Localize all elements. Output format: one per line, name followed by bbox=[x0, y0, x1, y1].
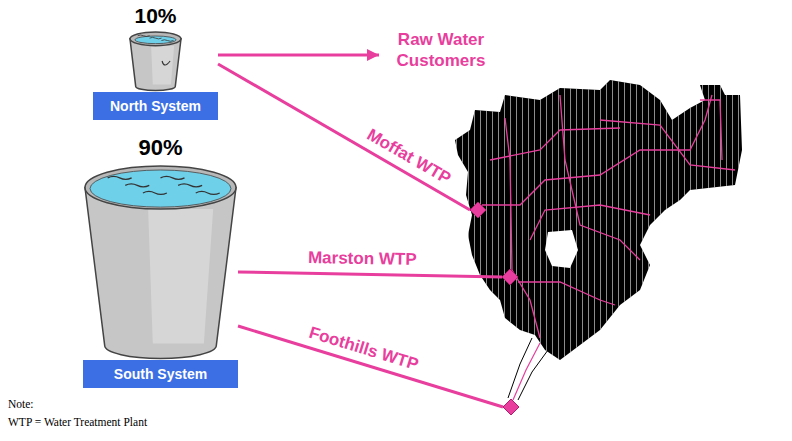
water-ripple bbox=[108, 176, 132, 179]
wtp-diamond-shape bbox=[502, 269, 518, 285]
flow-connector bbox=[238, 272, 502, 277]
wtp-diamond bbox=[503, 399, 519, 415]
water-ripple bbox=[196, 191, 220, 194]
map-hole bbox=[545, 230, 578, 268]
wtp-diamond bbox=[502, 269, 518, 285]
wtp-label: Moffat WTP bbox=[363, 125, 454, 189]
map-region bbox=[455, 80, 742, 360]
foothills-corridor bbox=[508, 338, 548, 400]
customer-label: Raw Water Customers bbox=[382, 29, 500, 71]
moffat-wtp-diamond: Moffat WTP bbox=[470, 202, 486, 218]
wtp-diamond-shape bbox=[503, 399, 519, 415]
system-label: North System bbox=[93, 92, 218, 120]
raw-water-customers: Raw Water Customers bbox=[382, 29, 500, 71]
note-text: Note: bbox=[8, 398, 34, 410]
pipeline-network bbox=[482, 95, 735, 338]
bucket-body bbox=[85, 188, 236, 359]
percent-label: 90% bbox=[83, 136, 238, 160]
water-ripple bbox=[178, 184, 202, 187]
bucket-drawing bbox=[83, 164, 238, 360]
wtp-label: Marston WTP bbox=[308, 248, 417, 270]
wtp-diamond bbox=[470, 202, 486, 218]
wtp-label: Foothills WTP bbox=[307, 323, 421, 375]
flow-connector bbox=[218, 54, 379, 57]
water-ripple bbox=[138, 35, 150, 37]
water-ripple bbox=[143, 191, 167, 194]
water-ripple bbox=[125, 184, 149, 187]
flow-connector bbox=[238, 326, 503, 407]
water-ripple bbox=[161, 176, 185, 179]
bucket-rim bbox=[85, 166, 236, 209]
marston-wtp-diamond: Marston WTP bbox=[502, 269, 518, 285]
system-label: South System bbox=[83, 360, 238, 388]
bucket-shading bbox=[151, 46, 174, 85]
flow-connector bbox=[218, 64, 470, 210]
foothills-wtp-diamond: Foothills WTP bbox=[503, 399, 519, 415]
water-ripple bbox=[150, 37, 162, 39]
bucket-water bbox=[135, 36, 176, 44]
bucket-handle-mark bbox=[162, 61, 170, 65]
percent-label: 10% bbox=[93, 4, 218, 28]
note-text: WTP = Water Treatment Plant bbox=[8, 416, 147, 428]
bucket-drawing bbox=[128, 30, 183, 92]
wtp-diamond-shape bbox=[470, 202, 486, 218]
bucket-shading bbox=[148, 209, 213, 343]
water-ripple bbox=[161, 40, 173, 42]
north-system-bucket: 10% North System bbox=[93, 4, 218, 120]
map-texture bbox=[455, 80, 742, 360]
bucket-body bbox=[130, 39, 181, 91]
bucket-rim bbox=[130, 32, 181, 46]
bucket-water bbox=[90, 170, 231, 207]
south-system-bucket: 90% South System bbox=[83, 136, 238, 388]
